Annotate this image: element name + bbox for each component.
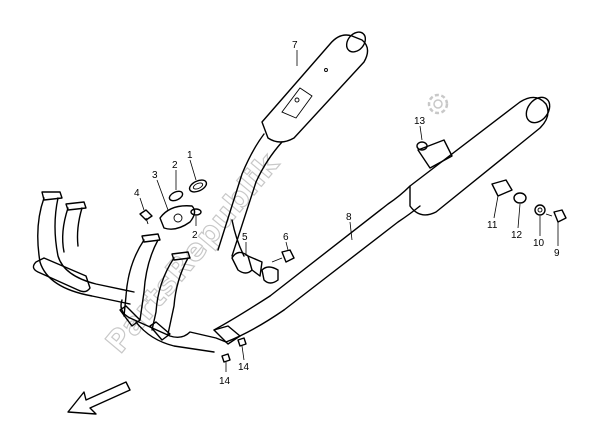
clamp-5[interactable] xyxy=(231,251,279,284)
callout-14a: 14 xyxy=(219,376,231,387)
callout-10: 10 xyxy=(533,238,545,249)
muffler-right[interactable] xyxy=(213,93,554,343)
arrow-front-icon xyxy=(67,381,131,415)
watermark: PartsRepublik xyxy=(99,146,288,361)
callout-2b: 2 xyxy=(192,230,198,241)
flange-assembly[interactable] xyxy=(159,178,208,230)
exhaust-headers[interactable] xyxy=(32,191,241,353)
callout-7: 7 xyxy=(292,40,298,51)
screw-14-a[interactable] xyxy=(221,353,231,363)
washer-10[interactable] xyxy=(534,204,546,216)
callout-12: 12 xyxy=(511,230,523,241)
callout-14b: 14 xyxy=(238,362,250,373)
callout-2a: 2 xyxy=(172,160,178,171)
callout-4: 4 xyxy=(134,188,140,199)
callout-1: 1 xyxy=(187,150,193,161)
muffler-left[interactable] xyxy=(217,28,369,257)
bolt-4[interactable] xyxy=(139,209,153,225)
bolt-6[interactable] xyxy=(271,249,295,263)
bolt-9[interactable] xyxy=(545,209,567,223)
callout-labels: 7 13 1 2 3 4 2 5 6 8 11 12 10 9 14 14 xyxy=(134,40,560,387)
callout-9: 9 xyxy=(554,248,560,259)
callout-5: 5 xyxy=(242,232,248,243)
watermark-text: PartsRepublik xyxy=(99,146,286,360)
screw-14-b[interactable] xyxy=(237,337,247,347)
leader-lines xyxy=(139,50,559,372)
callout-11: 11 xyxy=(487,220,498,231)
callout-8: 8 xyxy=(346,212,352,223)
bushing-11[interactable] xyxy=(491,179,513,197)
bracket-13[interactable] xyxy=(416,141,428,151)
callout-3: 3 xyxy=(152,170,158,181)
gear-icon xyxy=(427,93,449,115)
collar-12[interactable] xyxy=(513,192,527,204)
callout-13: 13 xyxy=(414,116,426,127)
callout-6: 6 xyxy=(283,232,289,243)
